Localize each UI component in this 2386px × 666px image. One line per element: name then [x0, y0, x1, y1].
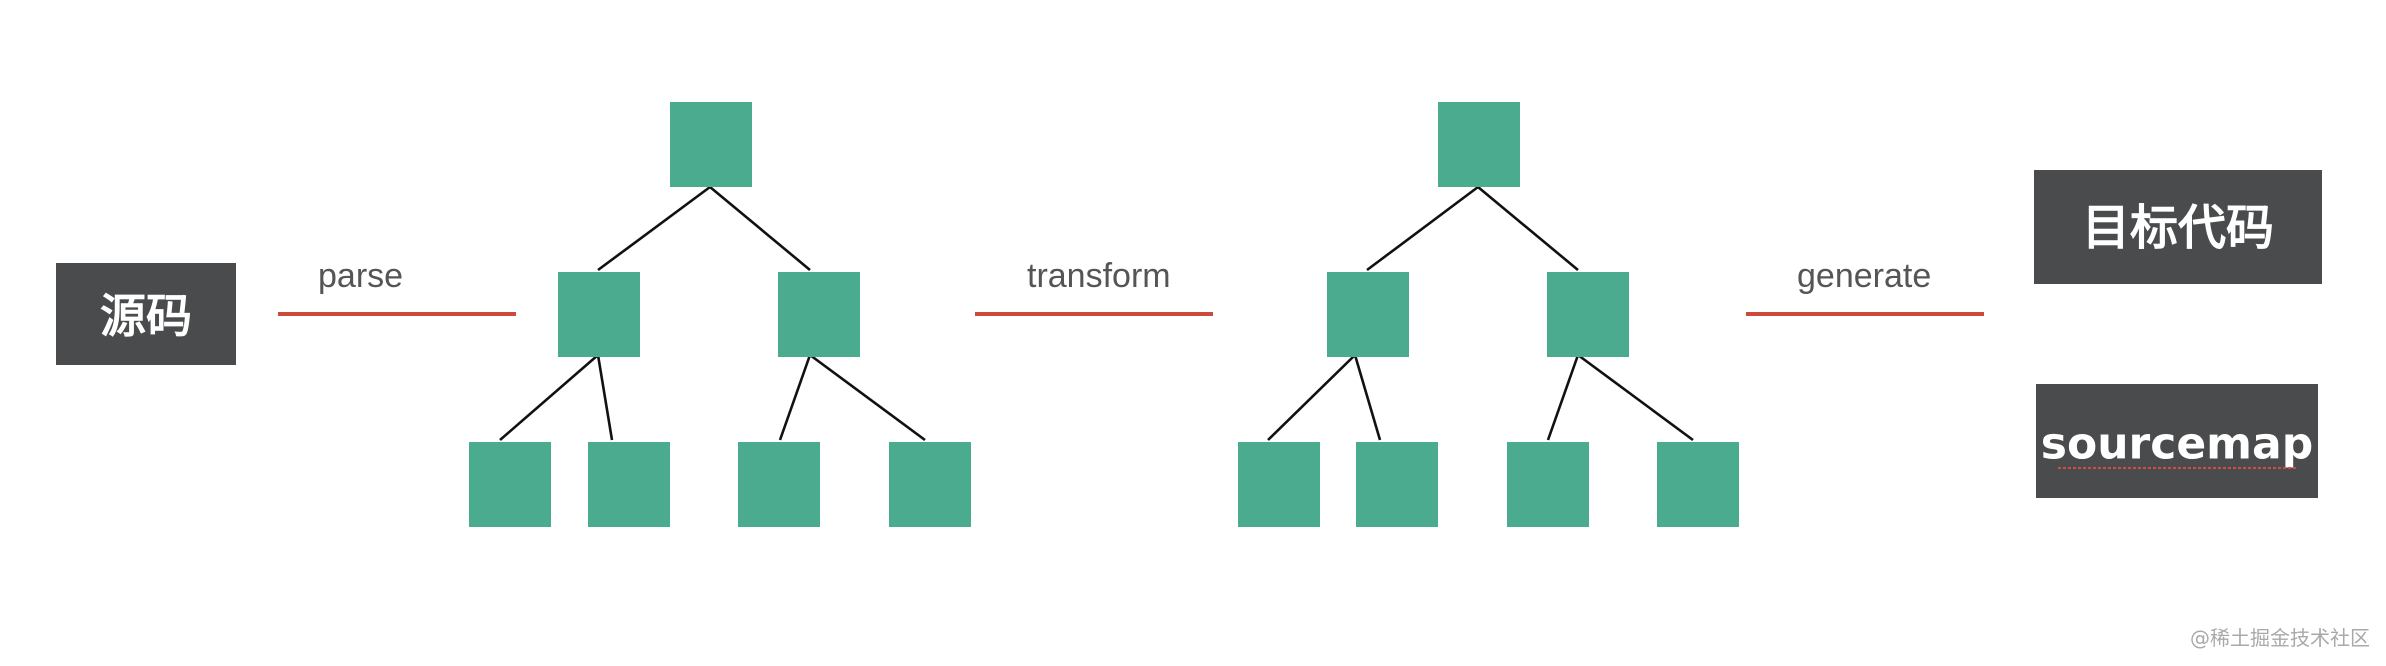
tree2-leaf-node — [1657, 442, 1739, 527]
sourcemap-box — [2036, 384, 2318, 498]
tree2-edge — [1366, 185, 1479, 272]
sourcemap-label: sourcemap — [2041, 419, 2313, 470]
tree1-edge — [499, 354, 599, 441]
watermark: @稀土掘金技术社区 — [2190, 626, 2370, 650]
ast-tree-2 — [1238, 102, 1739, 527]
tree1-node — [558, 272, 640, 357]
tree2-edge — [1577, 353, 1694, 442]
source-label: 源码 — [100, 289, 192, 343]
tree1-leaf-node — [738, 442, 820, 527]
transform-label: transform — [1027, 257, 1171, 295]
ast-tree-1 — [469, 102, 971, 527]
target-code-label: 目标代码 — [2082, 200, 2274, 256]
tree2-node — [1547, 272, 1629, 357]
source-box — [56, 263, 236, 365]
tree2-edge — [1267, 354, 1356, 441]
tree2-node — [1327, 272, 1409, 357]
tree1-leaf-node — [889, 442, 971, 527]
tree1-edge — [709, 185, 811, 272]
tree2-leaf-node — [1238, 442, 1320, 527]
tree1-edge — [809, 353, 926, 442]
tree2-edge — [1353, 354, 1382, 441]
tree1-leaf-node — [588, 442, 670, 527]
tree1-edge — [597, 185, 711, 272]
tree2-root-node — [1438, 102, 1520, 187]
tree1-node — [778, 272, 860, 357]
tree2-leaf-node — [1356, 442, 1438, 527]
parse-label: parse — [318, 257, 403, 295]
tree1-edge — [778, 354, 812, 441]
tree1-edge — [596, 354, 614, 441]
tree2-edge — [1477, 185, 1579, 272]
tree1-leaf-node — [469, 442, 551, 527]
generate-label: generate — [1797, 257, 1931, 295]
tree2-leaf-node — [1507, 442, 1589, 527]
target-code-box — [2034, 170, 2322, 284]
tree1-root-node — [670, 102, 752, 187]
tree2-edge — [1546, 354, 1580, 441]
